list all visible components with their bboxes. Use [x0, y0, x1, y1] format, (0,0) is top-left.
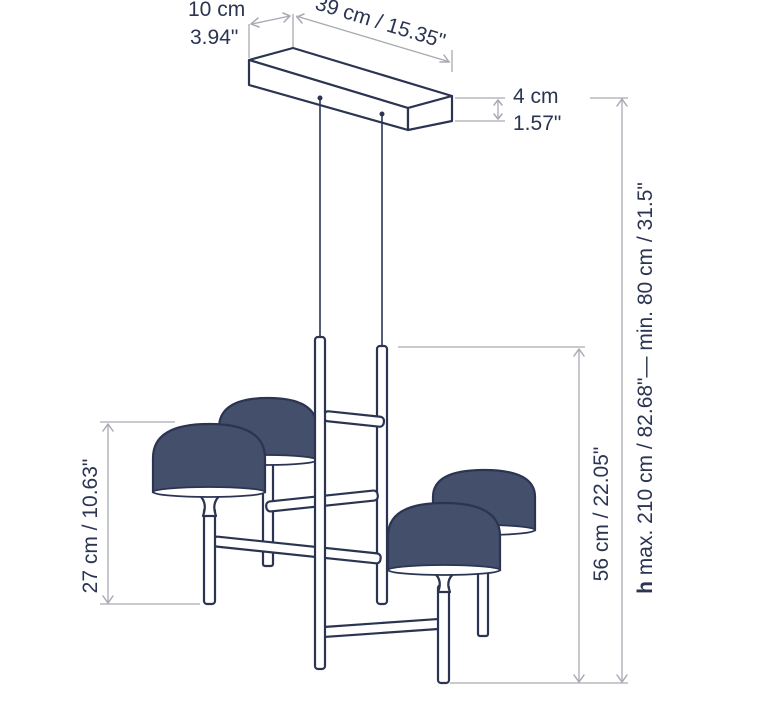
shade-front-left [151, 422, 267, 606]
arm-bottom [318, 617, 444, 639]
canopy-cm-label: 4 cm [513, 85, 559, 108]
canopy-in-label: 1.57" [513, 112, 561, 135]
arm-lower-left [212, 535, 382, 565]
bar-vertical-left [313, 335, 327, 671]
total-height-prefix: h [634, 581, 657, 594]
dimension-labels: 10 cm 3.94" 39 cm / 15.35" 4 cm 1.57" 27… [79, 0, 657, 594]
shade-front-right [386, 501, 502, 685]
depth-in-label: 3.94" [190, 26, 238, 49]
canopy [247, 46, 454, 132]
bar-vertical-right [375, 344, 389, 606]
total-height-value: max. 210 cm / 82.68"— min. 80 cm / 31.5" [634, 182, 657, 581]
lamp [151, 46, 537, 685]
dimension-lines [100, 12, 628, 684]
total-height-label: h max. 210 cm / 82.68"— min. 80 cm / 31.… [634, 182, 657, 594]
depth-cm-label: 10 cm [188, 0, 245, 21]
body-height-label: 56 cm / 22.05" [590, 447, 613, 582]
arm-upper-right [322, 410, 386, 428]
shade-height-label: 27 cm / 10.63" [79, 459, 102, 594]
